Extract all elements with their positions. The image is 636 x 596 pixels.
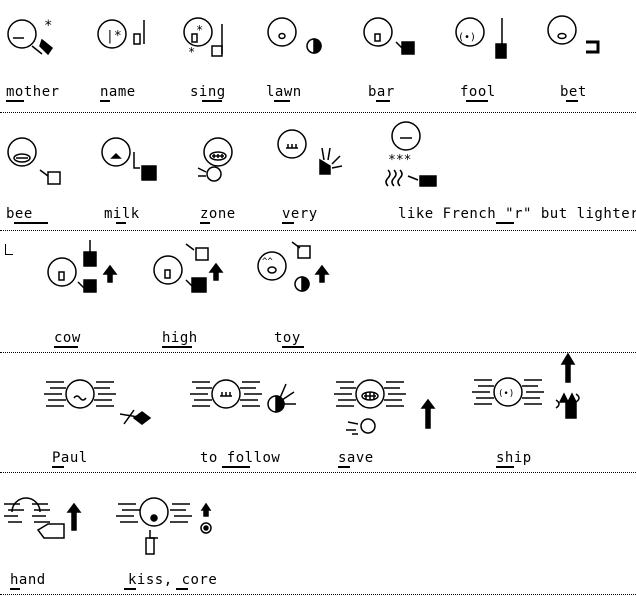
- sign-french-r: ***: [382, 120, 446, 196]
- sign-milk: [98, 134, 162, 184]
- svg-text:(•): (•): [458, 32, 476, 43]
- sign-fool: (•): [452, 14, 516, 62]
- sign-high: [150, 240, 230, 298]
- word-french-r: like French "r" but lighter: [398, 206, 636, 222]
- word-bee: bee: [6, 206, 33, 222]
- word-sing: sing: [190, 84, 226, 100]
- word-ship: ship: [496, 450, 532, 466]
- word-cow: cow: [54, 330, 81, 346]
- sign-mother: *: [4, 16, 68, 60]
- sign-name: |*: [96, 16, 156, 56]
- word-lawn: lawn: [266, 84, 302, 100]
- sign-ship: (•): [470, 352, 590, 424]
- sign-toy: ^^: [256, 240, 336, 298]
- sign-save: [334, 372, 446, 438]
- word-to-follow: to follow: [200, 450, 281, 466]
- word-save: save: [338, 450, 374, 466]
- word-high: high: [162, 330, 198, 346]
- sign-very: [274, 126, 348, 180]
- sign-bet: [544, 12, 608, 56]
- svg-text:^^: ^^: [262, 257, 273, 267]
- sign-bar: [360, 14, 420, 58]
- word-toy: toy: [274, 330, 301, 346]
- sign-paul: [44, 372, 156, 434]
- word-bet: bet: [560, 84, 587, 100]
- sign-cow: [44, 238, 124, 298]
- word-milk: milk: [104, 206, 140, 222]
- svg-text:(•): (•): [498, 389, 514, 399]
- sign-lawn: [264, 16, 324, 58]
- word-paul: Paul: [52, 450, 88, 466]
- word-zone: zone: [200, 206, 236, 222]
- svg-text:*: *: [44, 18, 52, 34]
- word-very: very: [282, 206, 318, 222]
- sign-sing: * *: [182, 14, 242, 60]
- word-bar: bar: [368, 84, 395, 100]
- word-hand: hand: [10, 572, 46, 588]
- sign-to-follow: [190, 372, 302, 418]
- svg-text:***: ***: [388, 153, 411, 168]
- sign-hand: [4, 490, 88, 542]
- word-name: name: [100, 84, 136, 100]
- word-fool: fool: [460, 84, 496, 100]
- corner-mark: [5, 244, 13, 255]
- svg-text:*: *: [188, 45, 195, 59]
- sign-bee: [4, 134, 68, 186]
- svg-text:*: *: [196, 23, 203, 37]
- sign-kiss-core: [116, 494, 220, 560]
- svg-text:|*: |*: [106, 29, 122, 44]
- word-mother: mother: [6, 84, 60, 100]
- sign-zone: [196, 134, 246, 184]
- word-kiss-core: kiss, core: [128, 572, 218, 588]
